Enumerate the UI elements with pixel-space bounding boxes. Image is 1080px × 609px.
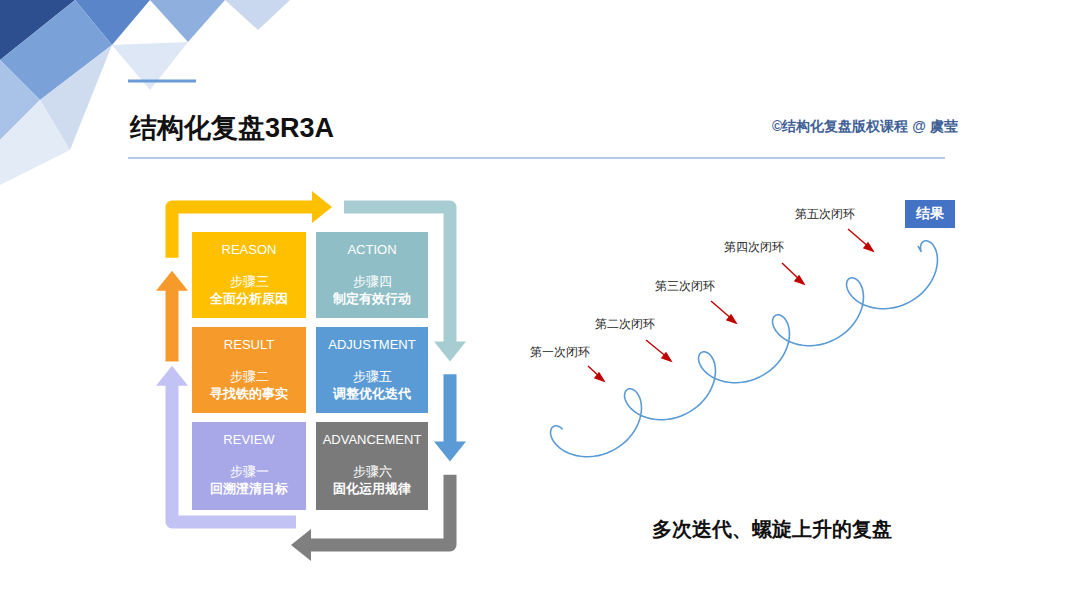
corner-triangle — [225, 0, 290, 30]
step-heading: ADJUSTMENT — [328, 337, 415, 353]
step-description: 寻找铁的事实 — [210, 386, 288, 403]
leader-arrows — [588, 229, 873, 381]
result-label: 结果 — [916, 205, 944, 223]
caption: 多次迭代、螺旋上升的复盘 — [652, 516, 892, 543]
leader-head — [727, 315, 736, 323]
cycle-arrow — [156, 271, 188, 362]
step-heading: RESULT — [224, 337, 274, 353]
loop-label: 第五次闭环 — [795, 206, 855, 223]
title-rule — [128, 157, 945, 158]
title: 结构化复盘3R3A — [130, 110, 334, 146]
arrow-head — [291, 529, 311, 561]
leader-head — [795, 276, 804, 284]
step-box: ADJUSTMENT 步骤五调整优化迭代 — [316, 327, 428, 413]
arrow-head — [434, 341, 466, 361]
loop-label: 第四次闭环 — [724, 239, 784, 256]
step-heading: ACTION — [347, 242, 396, 258]
arrow-head — [312, 191, 332, 223]
step-number: 步骤一 — [230, 464, 269, 481]
arrow-head — [434, 442, 466, 462]
step-box: RESULT 步骤二寻找铁的事实 — [192, 327, 306, 413]
step-number: 步骤三 — [230, 274, 269, 291]
loop-label: 第三次闭环 — [655, 278, 715, 295]
step-box: ACTION 步骤四制定有效行动 — [316, 232, 428, 318]
accent-line — [128, 80, 196, 83]
step-heading: REVIEW — [223, 432, 274, 448]
step-number: 步骤二 — [230, 369, 269, 386]
corner-triangle — [0, 100, 70, 185]
spiral-curve — [551, 241, 938, 457]
cycle-arrow — [434, 374, 466, 461]
step-description: 全面分析原因 — [210, 291, 288, 308]
step-number: 步骤六 — [353, 464, 392, 481]
loop-label: 第二次闭环 — [595, 316, 655, 333]
step-heading: ADVANCEMENT — [323, 432, 422, 448]
corner-triangle — [150, 0, 225, 42]
copyright-note: ©结构化复盘版权课程 @ 虞莹 — [772, 118, 958, 136]
leader-head — [595, 373, 604, 381]
step-box: REASON 步骤三全面分析原因 — [192, 232, 306, 318]
step-heading: REASON — [222, 242, 277, 258]
arrow-shaft — [444, 374, 457, 443]
step-number: 步骤四 — [353, 274, 392, 291]
arrow-head — [156, 366, 188, 386]
arrow-shaft — [166, 289, 179, 362]
leader-head — [662, 353, 671, 361]
loop-label: 第一次闭环 — [530, 344, 590, 361]
step-description: 调整优化迭代 — [333, 386, 411, 403]
step-description: 制定有效行动 — [333, 291, 411, 308]
step-description: 固化运用规律 — [333, 481, 411, 498]
step-box: REVIEW 步骤一回溯澄清目标 — [192, 422, 306, 510]
corner-triangle — [112, 42, 188, 90]
result-box: 结果 — [905, 200, 955, 228]
step-description: 回溯澄清目标 — [210, 481, 288, 498]
step-box: ADVANCEMENT 步骤六固化运用规律 — [316, 422, 428, 510]
step-number: 步骤五 — [353, 369, 392, 386]
leader-head — [864, 243, 873, 251]
arrow-head — [156, 271, 188, 291]
